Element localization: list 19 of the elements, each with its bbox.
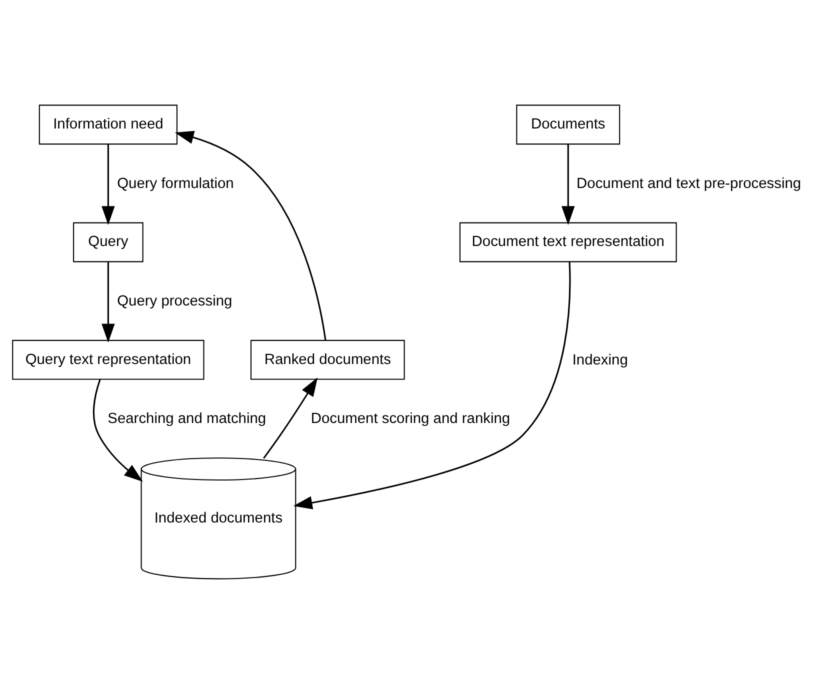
node-box: Document text representation <box>459 222 677 262</box>
edge-label: Document scoring and ranking <box>310 411 510 428</box>
arrow <box>562 144 575 226</box>
edge-label: Query processing <box>117 293 232 310</box>
node-box: Documents <box>516 104 620 145</box>
node-box: Information need <box>38 104 178 145</box>
edge-label: Query formulation <box>117 176 234 192</box>
node-box: Query <box>73 222 144 262</box>
edge-label: Document and text pre-processing <box>576 176 802 192</box>
node-box: Ranked documents <box>250 340 405 380</box>
edge-label: Searching and matching <box>108 411 266 428</box>
arrow <box>102 144 115 226</box>
arrow <box>174 130 326 340</box>
edge-label: Indexing <box>572 352 628 368</box>
arrow <box>92 379 143 482</box>
arrow <box>263 377 318 459</box>
node-box: Query text representation <box>12 340 204 380</box>
arrow <box>293 262 571 510</box>
arrow <box>102 262 115 343</box>
